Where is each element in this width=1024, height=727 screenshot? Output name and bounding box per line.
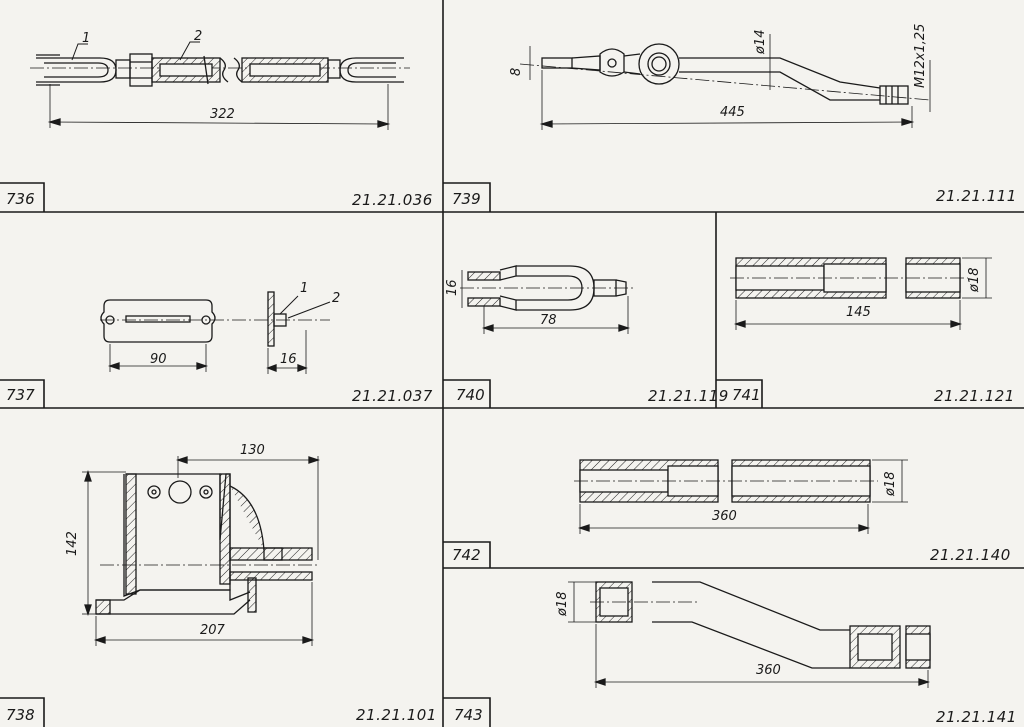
dim-740-16: 16 (445, 279, 460, 296)
dim-737-90: 90 (150, 352, 167, 367)
part-739-drawing (519, 34, 931, 130)
part-code-737: 21.21.037 (352, 387, 433, 405)
part-742-drawing (574, 459, 908, 534)
part-737-drawing (100, 291, 331, 374)
part-code-738: 21.21.101 (356, 706, 437, 724)
callout-737-2: 2 (332, 291, 341, 306)
part-code-742: 21.21.140 (930, 546, 1011, 564)
dim-741-dia18: ø18 (967, 267, 982, 293)
part-number-736: 736 (6, 190, 35, 208)
callout-736-2: 2 (194, 29, 203, 44)
part-code-740: 21.21.119 (648, 387, 729, 405)
dim-739-thread: M12x1,25 (913, 23, 928, 88)
part-number-741: 741 (732, 386, 761, 404)
part-number-739: 739 (452, 190, 481, 208)
part-741-drawing (730, 257, 992, 330)
dim-743-360: 360 (756, 663, 781, 678)
part-number-742: 742 (452, 546, 481, 564)
part-code-736: 21.21.036 (352, 191, 433, 209)
dim-739-8: 8 (509, 67, 524, 76)
dim-742-dia18: ø18 (883, 471, 898, 497)
dim-741-145: 145 (846, 305, 871, 320)
dim-740-78: 78 (540, 313, 557, 328)
part-code-741: 21.21.121 (934, 387, 1015, 405)
dim-738-142: 142 (65, 531, 80, 556)
dim-742-360: 360 (712, 509, 737, 524)
dim-743-dia18: ø18 (555, 591, 570, 617)
part-number-743: 743 (454, 706, 483, 724)
dim-739-dia14: ø14 (753, 29, 768, 55)
callout-737-1: 1 (300, 281, 309, 296)
part-number-738: 738 (6, 706, 35, 724)
part-743-drawing (568, 581, 931, 688)
part-code-739: 21.21.111 (936, 187, 1017, 205)
part-code-743: 21.21.141 (936, 708, 1017, 726)
dim-736-length: 322 (210, 107, 235, 122)
part-number-737: 737 (6, 386, 35, 404)
dim-737-16: 16 (280, 352, 297, 367)
dim-739-length: 445 (720, 105, 745, 120)
callout-736-1: 1 (82, 31, 91, 46)
dim-738-207: 207 (200, 623, 225, 638)
dim-738-130: 130 (240, 443, 265, 458)
part-number-740: 740 (456, 386, 485, 404)
part-738-drawing (82, 456, 321, 646)
part-740-drawing (460, 265, 636, 334)
part-736-drawing (30, 41, 410, 130)
